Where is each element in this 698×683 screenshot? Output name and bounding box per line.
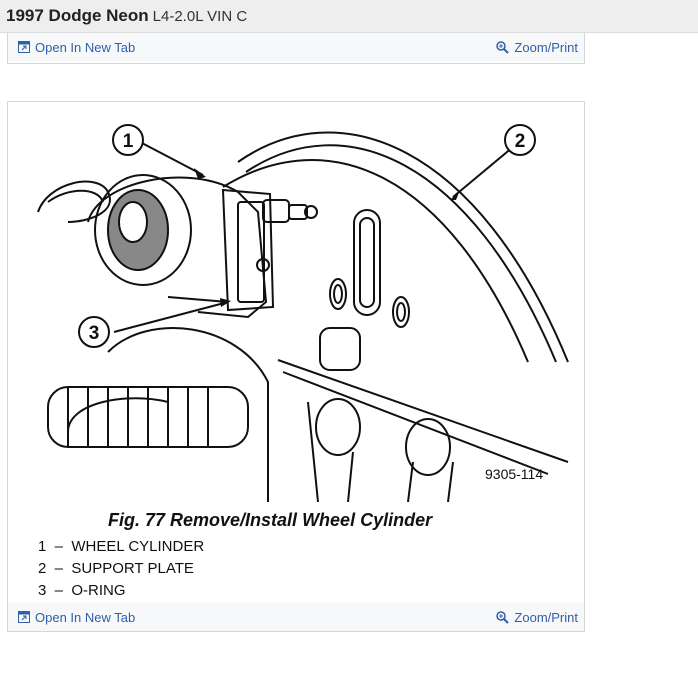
- open-new-tab-label: Open In New Tab: [35, 39, 136, 55]
- figure-card: 1 2 3 9305-114 Fig. 77 Remove/Install Wh…: [7, 101, 585, 632]
- svg-text:2: 2: [515, 131, 526, 152]
- wheel-cylinder-diagram: 1 2 3 9305-114 Fig. 77 Remove/Install Wh…: [8, 102, 584, 602]
- legend-item: 3 – O-RING: [38, 582, 126, 599]
- figure-legend: 1 – WHEEL CYLINDER 2 – SUPPORT PLATE 3 –…: [38, 536, 204, 602]
- figure-toolbar-bottom: Open In New Tab Zoom/Print: [8, 603, 584, 631]
- legend-item: 1 – WHEEL CYLINDER: [38, 538, 205, 555]
- callout-1: 1: [112, 124, 144, 156]
- zoom-print-label: Zoom/Print: [514, 609, 578, 625]
- zoom-icon: [496, 610, 510, 624]
- svg-text:3: 3: [89, 323, 100, 344]
- diagram-drawing: 1 2 3: [37, 124, 569, 503]
- vehicle-engine: L4-2.0L VIN C: [152, 7, 248, 25]
- open-new-tab-label: Open In New Tab: [35, 609, 136, 625]
- callout-2: 2: [504, 124, 536, 156]
- zoom-print-link[interactable]: Zoom/Print: [496, 610, 578, 625]
- open-tab-icon: [18, 41, 30, 53]
- zoom-icon: [496, 40, 510, 54]
- legend-item: 2 – SUPPORT PLATE: [38, 560, 194, 577]
- zoom-print-link-top[interactable]: Zoom/Print: [496, 40, 578, 55]
- previous-figure-card: Open In New Tab Zoom/Print: [7, 33, 585, 64]
- open-tab-icon: [18, 611, 30, 623]
- figure-toolbar-top: Open In New Tab Zoom/Print: [8, 33, 584, 61]
- figure-caption: Fig. 77 Remove/Install Wheel Cylinder: [108, 510, 433, 530]
- figure-code: 9305-114: [485, 466, 544, 482]
- zoom-print-label: Zoom/Print: [514, 39, 578, 55]
- svg-text:1: 1: [123, 131, 134, 152]
- open-new-tab-link-top[interactable]: Open In New Tab: [18, 40, 135, 55]
- vehicle-title: 1997 Dodge Neon: [6, 6, 149, 25]
- open-new-tab-link[interactable]: Open In New Tab: [18, 610, 135, 625]
- page-header: 1997 Dodge Neon L4-2.0L VIN C: [0, 0, 698, 33]
- callout-3: 3: [78, 316, 110, 348]
